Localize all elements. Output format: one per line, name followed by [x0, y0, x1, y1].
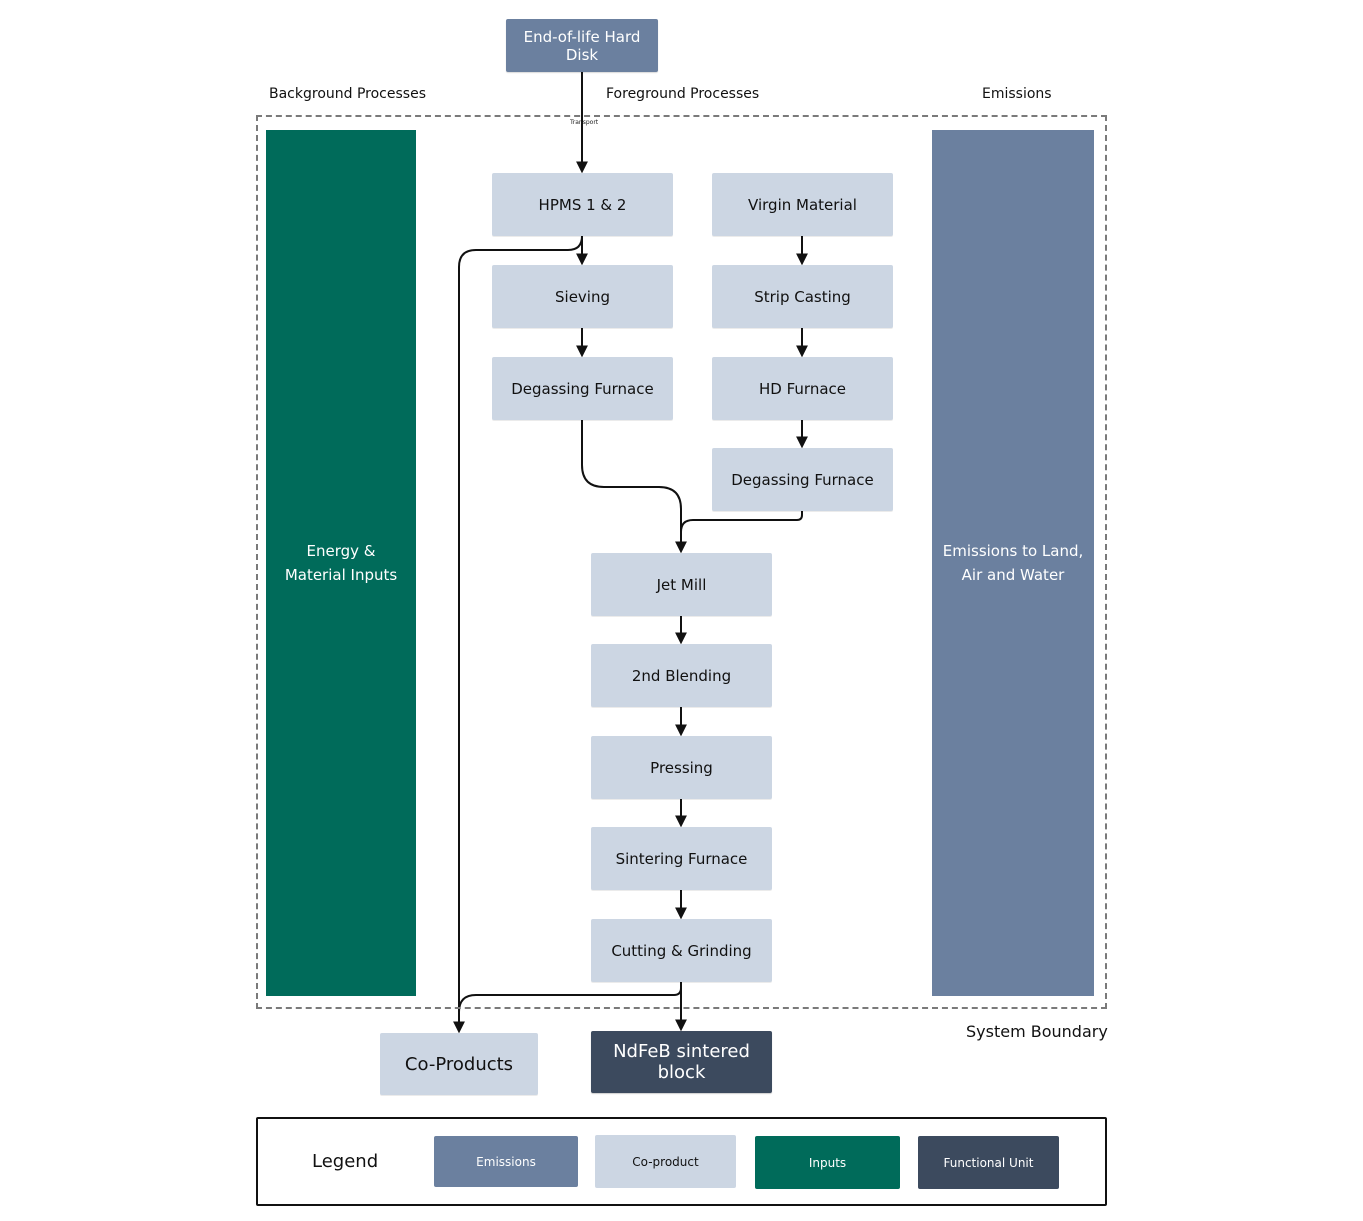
background-processes-label: Background Processes	[269, 86, 426, 102]
system-boundary-label: System Boundary	[966, 1022, 1108, 1041]
second-blending-node: 2nd Blending	[591, 644, 772, 707]
jet-mill-node: Jet Mill	[591, 553, 772, 616]
legend-functional-unit: Functional Unit	[918, 1136, 1059, 1189]
energy-material-inputs-block: Energy & Material Inputs	[266, 130, 416, 996]
virgin-material-node: Virgin Material	[712, 173, 893, 236]
emissions-label: Emissions	[982, 86, 1052, 102]
strip-casting-node: Strip Casting	[712, 265, 893, 328]
emissions-to-land-air-water-block: Emissions to Land, Air and Water	[932, 130, 1094, 996]
cutting-grinding-node: Cutting & Grinding	[591, 919, 772, 982]
pressing-node: Pressing	[591, 736, 772, 799]
legend-box: Legend Emissions Co-product Inputs Funct…	[256, 1117, 1107, 1206]
legend-title: Legend	[312, 1151, 379, 1172]
degassing-furnace-left-node: Degassing Furnace	[492, 357, 673, 420]
system-boundary-frame	[256, 115, 1107, 1009]
legend-co-product: Co-product	[595, 1135, 736, 1188]
legend-emissions: Emissions	[434, 1136, 578, 1187]
ndfeb-sintered-block-node: NdFeB sintered block	[591, 1031, 772, 1093]
legend-inputs: Inputs	[755, 1136, 900, 1189]
transport-label: Transport	[570, 119, 599, 126]
co-products-node: Co-Products	[380, 1033, 538, 1095]
degassing-furnace-right-node: Degassing Furnace	[712, 448, 893, 511]
foreground-processes-label: Foreground Processes	[606, 86, 760, 102]
hd-furnace-node: HD Furnace	[712, 357, 893, 420]
hpms-node: HPMS 1 & 2	[492, 173, 673, 236]
sintering-furnace-node: Sintering Furnace	[591, 827, 772, 890]
sieving-node: Sieving	[492, 265, 673, 328]
end-of-life-hard-disk-node: End-of-life Hard Disk	[506, 19, 658, 72]
